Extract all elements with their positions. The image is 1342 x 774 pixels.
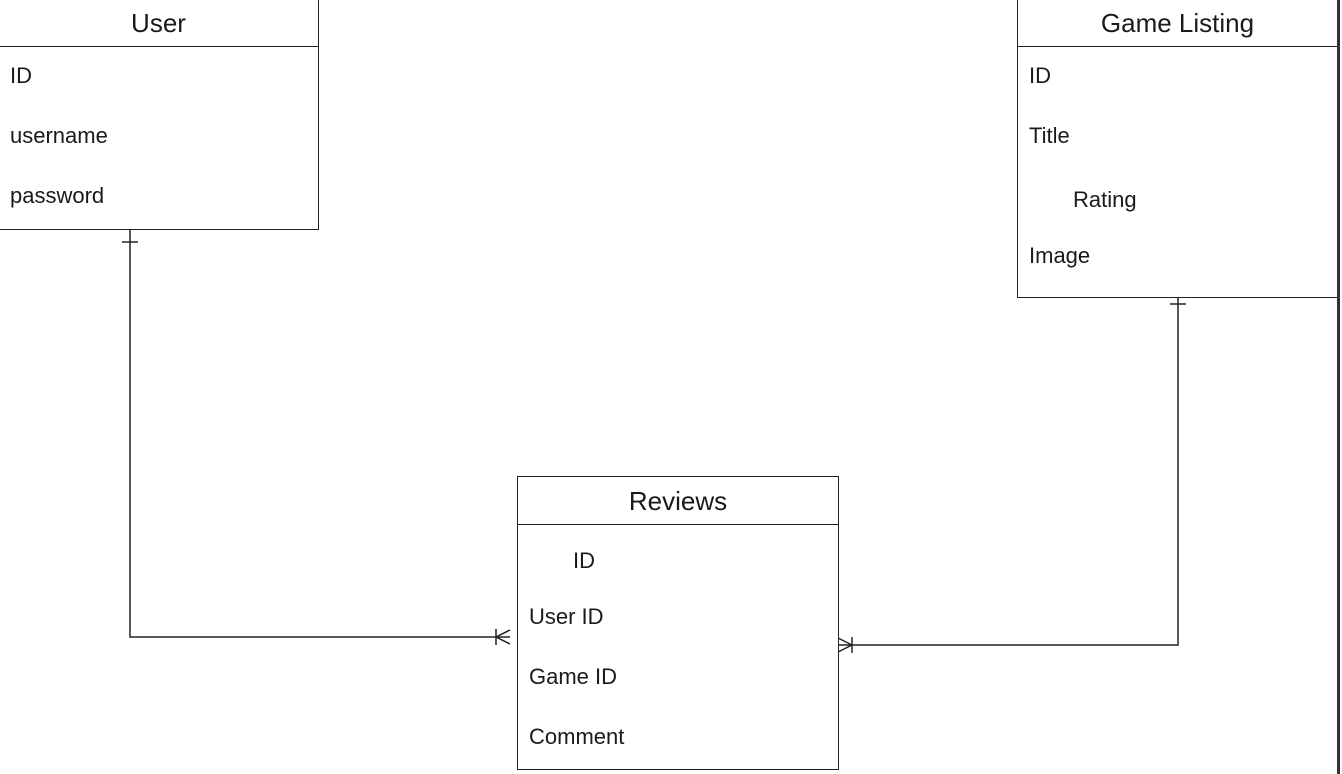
entity-reviews-title: Reviews	[518, 477, 838, 525]
crowfoot-top-reviews-right	[837, 637, 853, 646]
crowfoot-bottom-reviews-right	[837, 644, 853, 653]
user-field-username[interactable]: username	[10, 123, 108, 148]
game-listing-field-title[interactable]: Title	[1029, 123, 1070, 148]
reviews-field-game-id[interactable]: Game ID	[529, 664, 618, 689]
entity-game-listing[interactable]: Game Listing ID Title Rating Image	[1017, 0, 1338, 298]
game-listing-field-image[interactable]: Image	[1029, 243, 1091, 268]
entity-user[interactable]: User ID username password	[0, 0, 319, 230]
entity-reviews[interactable]: Reviews ID User ID Game ID Comment	[517, 476, 839, 770]
game-listing-field-rating[interactable]: Rating	[1073, 187, 1137, 212]
relationship-user-reviews[interactable]	[122, 230, 511, 645]
relationship-game-reviews[interactable]	[837, 297, 1186, 653]
user-field-password[interactable]: password	[10, 183, 105, 208]
reviews-field-id[interactable]: ID	[573, 548, 595, 573]
canvas-edge-divider	[1337, 0, 1340, 774]
crowfoot-bottom-reviews-left	[495, 636, 511, 645]
entity-user-title: User	[0, 0, 318, 47]
reviews-field-user-id[interactable]: User ID	[529, 604, 604, 629]
user-field-id[interactable]: ID	[10, 63, 32, 88]
reviews-field-comment[interactable]: Comment	[529, 724, 625, 749]
entity-game-listing-title: Game Listing	[1018, 0, 1337, 47]
game-listing-field-id[interactable]: ID	[1029, 63, 1051, 88]
crowfoot-top-reviews-left	[495, 629, 511, 638]
